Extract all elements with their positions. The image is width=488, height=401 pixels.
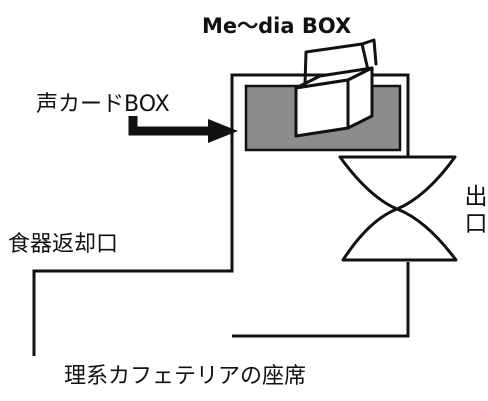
seat-outline [32,73,410,356]
exit-label: 出口 [460,184,486,238]
exit-gate-upper [338,155,457,211]
voice-card-box-label: 声カードBOX [36,92,170,117]
media-box-label: Me〜dia BOX [202,14,352,38]
arrow-icon [128,116,238,143]
media-box-icon [294,38,378,138]
tray-return-label: 食器返却口 [8,232,119,257]
exit-gate [338,155,458,262]
seat-label: 理系カフェテリアの座席 [64,364,307,389]
exit-gate-lower [341,207,458,262]
